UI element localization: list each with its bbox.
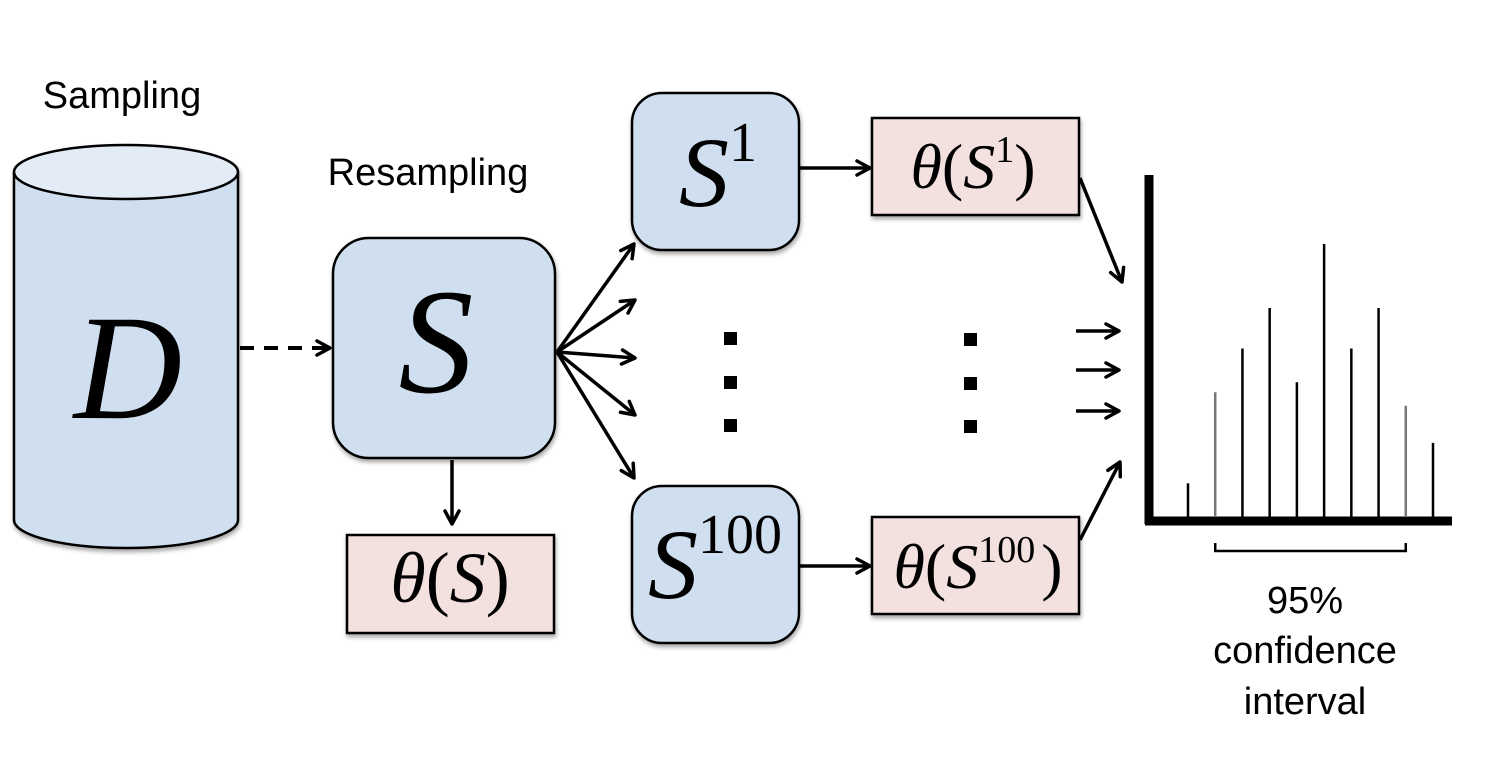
ellipsis-dot bbox=[964, 420, 977, 433]
theta-symbol: θ bbox=[893, 531, 924, 602]
resample-arrows bbox=[555, 242, 637, 480]
close-paren: ) bbox=[1014, 131, 1035, 202]
ci-label-line2: confidence bbox=[1213, 630, 1397, 672]
ellipsis-dot bbox=[724, 332, 737, 345]
sample-symbol: S bbox=[399, 259, 474, 425]
open-paren: ( bbox=[942, 131, 963, 202]
ci-label-line3: interval bbox=[1244, 681, 1367, 723]
resampling-label: Resampling bbox=[328, 152, 529, 194]
resample-symbol: S bbox=[679, 117, 729, 228]
open-paren: ( bbox=[426, 538, 450, 618]
cylinder-body bbox=[12, 172, 240, 550]
ellipsis-dot bbox=[724, 419, 737, 432]
stat-superscript: 1 bbox=[995, 129, 1014, 171]
ellipsis-right bbox=[964, 333, 977, 433]
bootstrap-histogram bbox=[1144, 175, 1452, 553]
theta-symbol: θ bbox=[390, 538, 425, 618]
resample-arrow-4 bbox=[555, 350, 637, 417]
cylinder-top bbox=[12, 143, 240, 201]
sample-stat-formula: θ(S) bbox=[390, 538, 509, 618]
resample-last-node bbox=[630, 484, 801, 645]
resample-arrow-2 bbox=[556, 298, 637, 354]
dataset-cylinder bbox=[12, 143, 240, 550]
resample-last-formula: S100 bbox=[648, 504, 782, 620]
ci-label-line1: 95% bbox=[1267, 580, 1343, 622]
resample-superscript: 100 bbox=[698, 504, 782, 566]
stat-symbol: S bbox=[963, 131, 995, 202]
resample-superscript: 1 bbox=[729, 112, 757, 174]
into-histogram-arrow-bottom bbox=[1078, 460, 1123, 541]
histogram-arrows bbox=[1076, 177, 1126, 541]
resample-first-formula: S1 bbox=[679, 112, 757, 228]
resample-arrow-1 bbox=[555, 242, 636, 354]
ellipsis-dot bbox=[724, 376, 737, 389]
sample-node bbox=[331, 236, 557, 460]
ellipsis-left bbox=[724, 332, 737, 432]
open-paren: ( bbox=[925, 531, 946, 602]
first-stat-box bbox=[870, 116, 1081, 217]
resample-symbol: S bbox=[648, 509, 698, 620]
theta-symbol: θ bbox=[910, 131, 941, 202]
stat-symbol: S bbox=[450, 538, 486, 618]
close-paren: ) bbox=[1041, 531, 1062, 602]
last-stat-box bbox=[870, 515, 1081, 616]
stat-symbol: S bbox=[946, 531, 978, 602]
last-stat-formula: θ(S100) bbox=[893, 529, 1062, 602]
resample-arrow-5 bbox=[555, 351, 636, 480]
close-paren: ) bbox=[486, 538, 510, 618]
resample-arrow-3 bbox=[556, 348, 637, 366]
into-histogram-arrow-top bbox=[1078, 177, 1126, 284]
stat-superscript: 100 bbox=[978, 529, 1035, 571]
sampling-label: Sampling bbox=[43, 75, 201, 117]
ellipsis-dot bbox=[964, 333, 977, 346]
confidence-interval-bracket bbox=[1213, 543, 1408, 553]
dataset-symbol: D bbox=[72, 285, 182, 451]
histogram-bars bbox=[1186, 244, 1435, 517]
resample-first-node bbox=[630, 91, 801, 252]
sample-stat-box bbox=[345, 533, 556, 635]
first-stat-formula: θ(S1) bbox=[910, 129, 1035, 202]
ellipsis-dot bbox=[964, 377, 977, 390]
